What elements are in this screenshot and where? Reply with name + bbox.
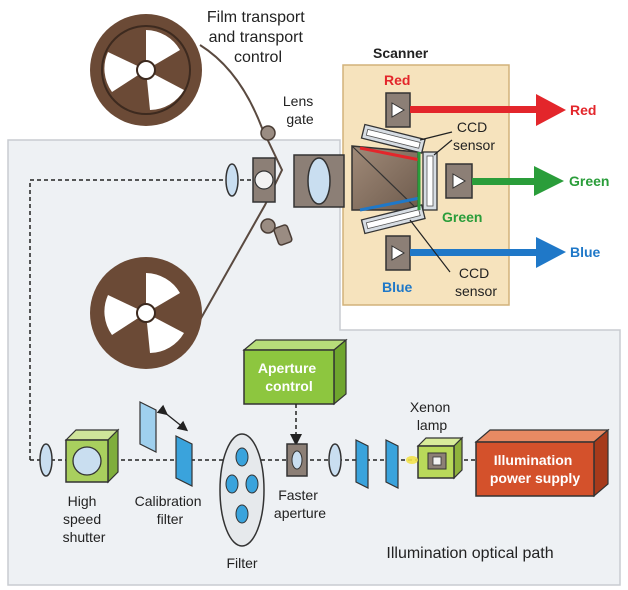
pressure-roller bbox=[273, 224, 293, 246]
ccd-sensor-bottom-label: CCD sensor bbox=[455, 265, 497, 299]
relay-lens-lower bbox=[39, 443, 53, 477]
illumination-power-supply bbox=[474, 428, 610, 498]
faster-aperture-label: Faster aperture bbox=[274, 487, 326, 521]
guide-roller-top bbox=[260, 125, 276, 141]
aperture-control-label: Aperture control bbox=[258, 360, 320, 394]
guide-roller-bottom bbox=[260, 218, 276, 234]
blue-sensor-box bbox=[385, 235, 411, 271]
film-transport-label: Film transport and transport control bbox=[207, 9, 309, 66]
faster-aperture bbox=[286, 443, 308, 477]
red-filter-edge bbox=[359, 146, 421, 162]
lens-gate-label: Lens gate bbox=[283, 93, 317, 127]
xenon-lamp-label: Xenon lamp bbox=[410, 399, 454, 433]
lamp-glow bbox=[406, 456, 418, 464]
high-speed-shutter-label: High speed shutter bbox=[63, 493, 106, 545]
red-output-arrow bbox=[410, 94, 566, 126]
bottom-film-reel bbox=[90, 257, 202, 369]
ccd-sensor-top-label: CCD sensor bbox=[453, 119, 495, 153]
blue-output-label: Blue bbox=[570, 244, 601, 260]
ccd-top-leader-2 bbox=[433, 139, 453, 156]
ccd-sensor-green bbox=[422, 151, 438, 211]
green-sensor-box bbox=[445, 163, 473, 199]
calibration-filter-label: Calibration filter bbox=[135, 493, 206, 527]
blue-filter-edge bbox=[359, 196, 421, 212]
top-film-reel bbox=[90, 14, 202, 126]
film-path bbox=[199, 44, 284, 321]
calibration-filter-retracted bbox=[139, 401, 157, 453]
blue-filter-plate-1 bbox=[355, 439, 369, 489]
xenon-lamp bbox=[416, 436, 464, 480]
scanner-title: Scanner bbox=[373, 45, 429, 61]
green-output-arrow bbox=[472, 166, 564, 196]
condenser-lens bbox=[328, 443, 342, 477]
green-output-label: Green bbox=[569, 173, 609, 189]
blue-filter-plate-2 bbox=[385, 439, 399, 489]
red-sensor-label: Red bbox=[384, 72, 410, 88]
optical-path-upper bbox=[29, 179, 262, 460]
aperture-control-box bbox=[242, 338, 348, 406]
blue-output-arrow bbox=[410, 237, 566, 268]
red-sensor-box bbox=[385, 92, 411, 128]
ccd-sensor-blue bbox=[360, 204, 426, 235]
ccd-sensor-red bbox=[360, 123, 426, 154]
calibration-filter-active bbox=[175, 435, 193, 487]
relay-lens-upper bbox=[225, 163, 239, 197]
green-sensor-label: Green bbox=[442, 209, 482, 225]
illumination-optical-path-label: Illumination optical path bbox=[386, 545, 553, 562]
calibration-move-arrow bbox=[156, 404, 189, 432]
red-output-label: Red bbox=[570, 102, 596, 118]
filter-label: Filter bbox=[226, 555, 257, 571]
high-speed-shutter bbox=[64, 428, 120, 484]
main-lens bbox=[307, 157, 331, 205]
power-supply-label: Illumination power supply bbox=[490, 452, 580, 486]
blue-sensor-label: Blue bbox=[382, 279, 413, 295]
ccd-top-leader bbox=[419, 131, 453, 141]
ccd-bottom-leader bbox=[409, 219, 451, 273]
gate-aperture bbox=[254, 170, 274, 190]
filter-wheel bbox=[219, 433, 265, 547]
